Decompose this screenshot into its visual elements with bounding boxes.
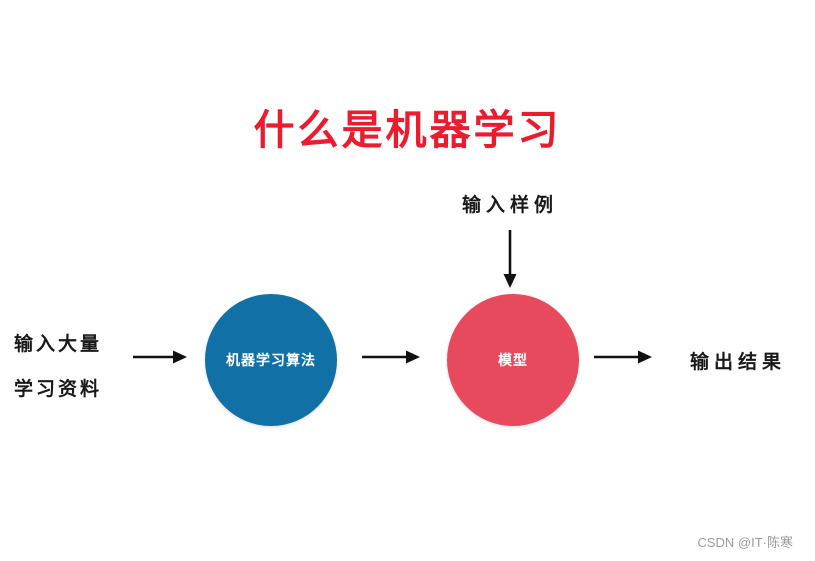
algorithm-node: 机器学习算法 xyxy=(205,294,337,426)
diagram-title: 什么是机器学习 xyxy=(253,107,562,153)
arrow-right-icon xyxy=(594,350,652,364)
algorithm-node-label: 机器学习算法 xyxy=(226,352,316,368)
arrow-right-icon xyxy=(133,350,187,364)
input-description-line2: 学习资料 xyxy=(14,379,103,400)
csdn-watermark: CSDN @IT·陈寒 xyxy=(697,535,793,550)
model-node-label: 模型 xyxy=(498,352,528,368)
output-result-label: 输出结果 xyxy=(690,352,787,373)
input-description-line1: 输入大量 xyxy=(14,334,103,355)
model-node: 模型 xyxy=(447,294,579,426)
input-sample-label: 输入样例 xyxy=(462,195,559,216)
arrow-right-icon xyxy=(362,350,420,364)
input-description: 输入大量 学习资料 xyxy=(14,322,102,412)
arrow-down-icon xyxy=(503,230,517,288)
